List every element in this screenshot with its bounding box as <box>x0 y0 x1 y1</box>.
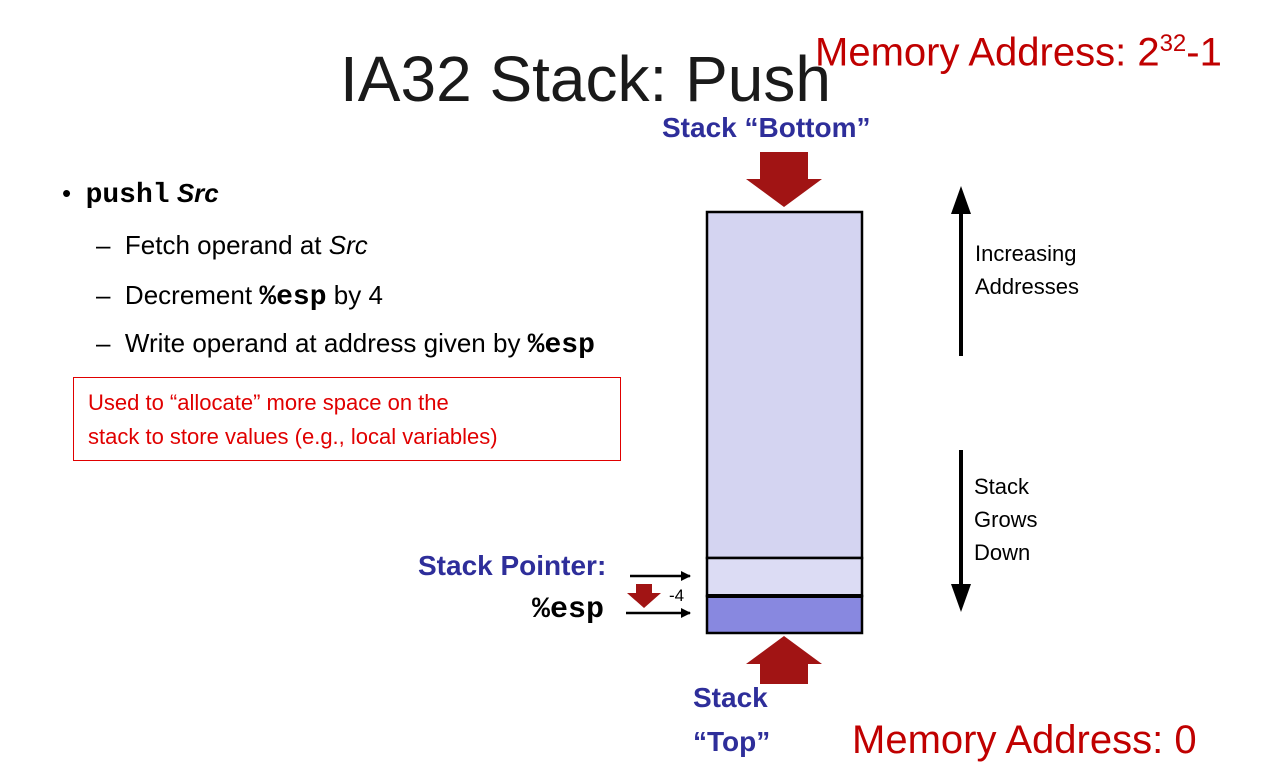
step-dash: – <box>96 328 111 358</box>
memory-address-top: Memory Address: 232-1 <box>815 30 1222 75</box>
stack-grows-arrowhead <box>951 584 971 612</box>
instruction-bullet: • pushl Src <box>62 178 219 211</box>
stack-pushed-cell <box>705 594 864 635</box>
memory-address-bottom: Memory Address: 0 <box>852 718 1197 762</box>
increasing-addresses-label: Increasing Addresses <box>975 237 1079 303</box>
step-text: Fetch operand at <box>124 230 329 260</box>
label-line: Increasing <box>975 241 1077 266</box>
bullet-dot: • <box>62 178 72 208</box>
stack-grows-label: Stack Grows Down <box>974 470 1038 569</box>
step-text-post: by 4 <box>326 280 383 310</box>
step-text: Decrement <box>124 280 260 310</box>
note-line: Used to “allocate” more space on the <box>88 390 449 415</box>
memory-top-exponent: 32 <box>1159 30 1187 57</box>
stack-pointer-label: Stack Pointer: <box>418 550 607 581</box>
memory-top-suffix: -1 <box>1186 30 1222 75</box>
stack-top-arrow <box>746 636 822 684</box>
allocation-note: Used to “allocate” more space on the sta… <box>73 377 621 461</box>
step-code: %esp <box>527 330 595 361</box>
label-line: Down <box>974 540 1031 565</box>
stack-body <box>705 210 864 560</box>
stack-previous-top-cell <box>705 556 864 598</box>
decrement-arrow <box>627 584 661 608</box>
page-title: IA32 Stack: Push <box>340 43 831 115</box>
label-line: Stack <box>974 474 1030 499</box>
instruction-step: – Decrement %esp by 4 <box>96 280 383 313</box>
stack-bottom-arrow <box>746 152 822 207</box>
memory-top-prefix: Memory Address: 2 <box>815 30 1160 75</box>
step-code: %esp <box>259 282 327 313</box>
increasing-addresses-arrowhead <box>951 186 971 214</box>
instruction-operand: Src <box>176 178 219 208</box>
stack-top-label-line2: “Top” <box>693 726 771 757</box>
offset-label: -4 <box>669 586 685 605</box>
esp-label: %esp <box>532 593 605 627</box>
instruction-step: – Fetch operand at Src <box>96 230 368 261</box>
step-italic: Src <box>328 230 368 260</box>
step-text: Write operand at address given by <box>124 328 528 358</box>
label-line: Grows <box>974 507 1038 532</box>
stack-bottom-label: Stack “Bottom” <box>662 112 871 143</box>
instruction-step: – Write operand at address given by %esp <box>96 328 595 361</box>
stack-top-label-line1: Stack <box>693 682 768 713</box>
instruction-mnemonic: pushl <box>85 180 170 211</box>
step-dash: – <box>96 230 111 260</box>
note-line: stack to store values (e.g., local varia… <box>88 424 498 449</box>
label-line: Addresses <box>975 274 1079 299</box>
step-dash: – <box>96 280 111 310</box>
